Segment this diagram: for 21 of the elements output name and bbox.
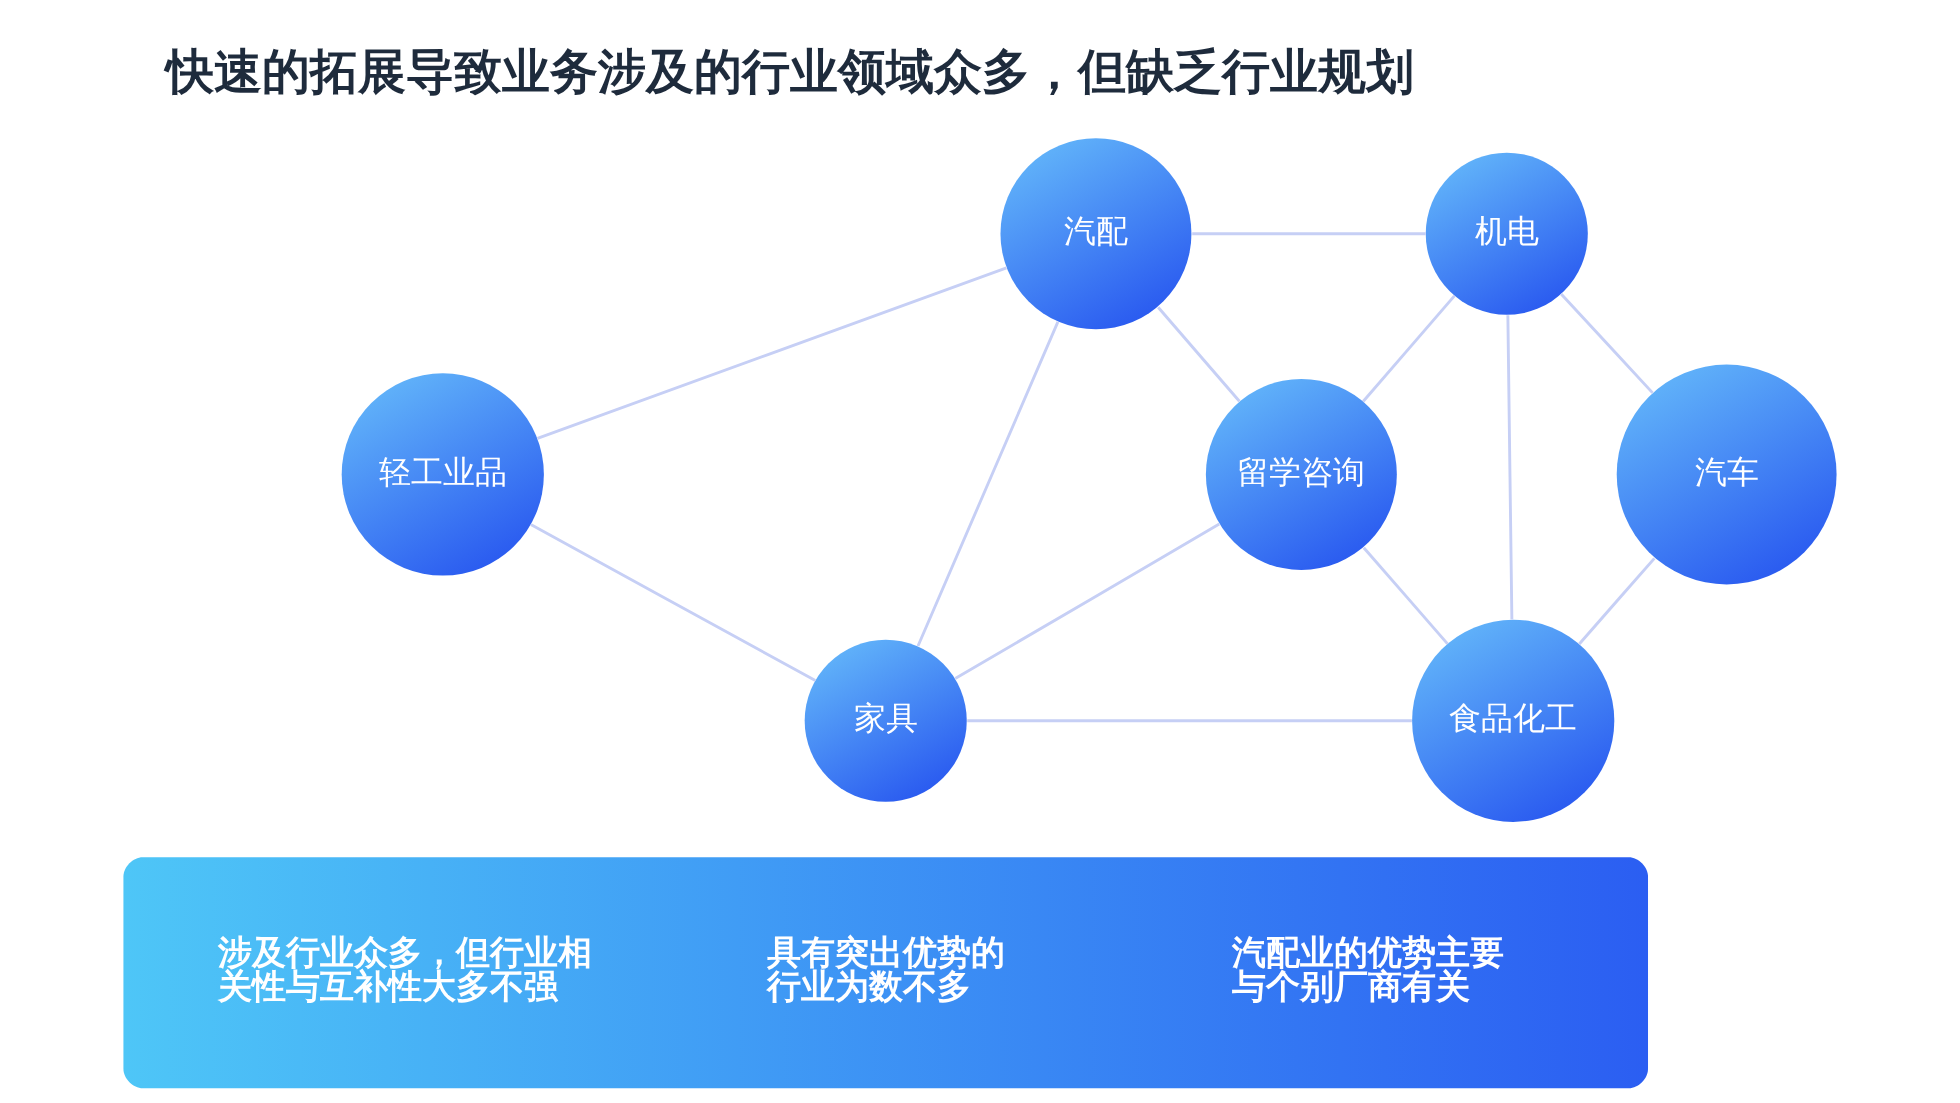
connector bbox=[1362, 294, 1456, 403]
connector bbox=[916, 321, 1060, 647]
connector bbox=[1192, 232, 1426, 236]
connector bbox=[1506, 315, 1514, 620]
connector bbox=[967, 719, 1412, 723]
connector bbox=[537, 266, 1007, 440]
connector bbox=[1157, 306, 1241, 403]
node-circle: 留学咨询 bbox=[1205, 379, 1397, 570]
node-circle: 汽车 bbox=[1616, 364, 1837, 585]
node-circle: 食品化工 bbox=[1412, 619, 1615, 822]
diagram-title: 快速的拓展导致业务涉及的行业领域众多，但缺乏行业规划 bbox=[165, 42, 1414, 99]
connector bbox=[954, 522, 1220, 680]
connector bbox=[1362, 546, 1449, 645]
connector bbox=[530, 523, 817, 682]
connector bbox=[1560, 293, 1654, 394]
node-circle: 机电 bbox=[1425, 152, 1588, 315]
node-box: 涉及行业众多，但行业相关性与互补性大多不强 具有突出优势的行业为数不多 汽配业的优势主要与个别厂商有关 bbox=[123, 857, 1648, 1089]
node-circle: 轻工业品 bbox=[341, 373, 544, 576]
node-circle: 汽配 bbox=[1000, 138, 1192, 330]
node-circle: 家具 bbox=[804, 639, 967, 802]
connector bbox=[1578, 557, 1656, 645]
